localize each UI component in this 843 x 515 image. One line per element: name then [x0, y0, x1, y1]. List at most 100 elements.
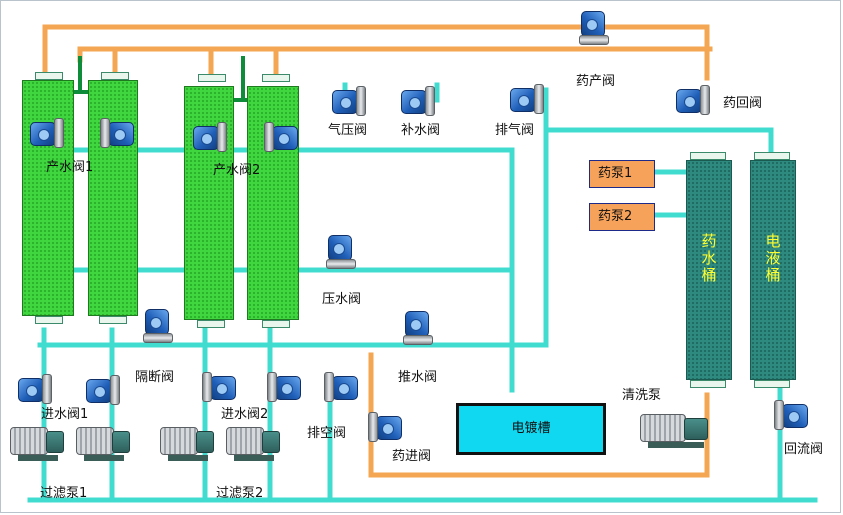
pump-base	[84, 455, 124, 461]
pump-head-icon	[684, 418, 708, 440]
chem-pump-2-button[interactable]: 药泵2	[589, 203, 655, 231]
valve-actuator-icon	[145, 309, 169, 335]
filter-pump-1b[interactable]	[76, 425, 132, 463]
filter-pump-1-label: 过滤泵1	[40, 486, 88, 501]
pump-head-icon	[262, 431, 280, 453]
valve-pipe-icon	[42, 374, 52, 404]
filter-pump-2a[interactable]	[160, 425, 216, 463]
chem-pump-1-button[interactable]: 药泵1	[589, 160, 655, 188]
inlet-valve-2b[interactable]	[265, 372, 301, 402]
chem-inlet-valve-label: 药进阀	[392, 449, 432, 464]
inlet-valve-1b[interactable]	[86, 375, 122, 405]
motor-icon	[76, 427, 114, 455]
product-valve-1a[interactable]	[30, 118, 66, 148]
electrolyte-tank-label-char: 桶	[765, 266, 781, 284]
valve-actuator-icon	[376, 416, 402, 440]
valve-pipe-icon	[774, 400, 784, 430]
cleaning-pump[interactable]	[640, 412, 716, 450]
valve-actuator-icon	[405, 311, 429, 337]
motor-icon	[226, 427, 264, 455]
chem-tank-top-cap	[690, 152, 726, 160]
exhaust-valve[interactable]	[510, 84, 546, 114]
valve-actuator-icon	[676, 89, 702, 113]
valve-pipe-icon	[54, 118, 64, 148]
valve-actuator-icon	[18, 378, 44, 402]
air-pressure-valve[interactable]	[332, 86, 368, 116]
valve-actuator-icon	[193, 126, 219, 150]
valve-pipe-icon	[110, 375, 120, 405]
return-valve-label: 回流阀	[784, 442, 824, 457]
product-valve-2b[interactable]	[262, 122, 298, 152]
pressure-water-valve[interactable]	[326, 235, 356, 271]
chem-inlet-valve[interactable]	[366, 412, 402, 442]
pump-head-icon	[112, 431, 130, 453]
filter-tank-1b-top-cap	[101, 72, 129, 80]
chem-tank-label-char: 桶	[701, 266, 717, 284]
pump-base	[18, 455, 58, 461]
valve-pipe-icon	[324, 372, 334, 402]
valve-actuator-icon	[86, 379, 112, 403]
chem-tank-bottom-cap	[690, 380, 726, 388]
valve-actuator-icon	[782, 404, 808, 428]
product-valve-2-label: 产水阀2	[213, 163, 261, 178]
chem-tank-label-char: 药	[701, 232, 717, 250]
isolation-valve-label: 隔断阀	[135, 370, 175, 385]
filter-tank-2a-bottom-cap	[197, 320, 225, 328]
valve-pipe-icon	[356, 86, 366, 116]
motor-icon	[10, 427, 48, 455]
chem-tank	[686, 160, 732, 380]
inlet-valve-1a[interactable]	[18, 374, 54, 404]
pump-head-icon	[196, 431, 214, 453]
valve-actuator-icon	[401, 90, 427, 114]
filter-tank-1a-bottom-cap	[35, 316, 63, 324]
chem-product-valve[interactable]	[579, 11, 609, 47]
valve-actuator-icon	[332, 90, 358, 114]
motor-icon	[160, 427, 198, 455]
product-valve-1b[interactable]	[98, 118, 134, 148]
electrolyte-tank-top-cap	[754, 152, 790, 160]
pump-head-icon	[46, 431, 64, 453]
valve-pipe-icon	[264, 122, 274, 152]
valve-pipe-icon	[202, 372, 212, 402]
return-valve[interactable]	[772, 400, 808, 430]
valve-pipe-icon	[403, 335, 433, 345]
electrolyte-tank-label-char: 电	[765, 232, 781, 250]
valve-actuator-icon	[328, 235, 352, 261]
valve-pipe-icon	[143, 333, 173, 343]
air-pressure-valve-label: 气压阀	[328, 123, 368, 138]
filter-tank-2a-top-cap	[198, 74, 226, 82]
valve-pipe-icon	[100, 118, 110, 148]
isolation-valve[interactable]	[143, 309, 173, 345]
inlet-valve-2a[interactable]	[200, 372, 236, 402]
filter-tank-1a-top-cap	[35, 72, 63, 80]
pump-base	[234, 455, 274, 461]
orange-pipes	[42, 24, 713, 478]
filter-pump-2b[interactable]	[226, 425, 282, 463]
valve-actuator-icon	[210, 376, 236, 400]
valve-pipe-icon	[700, 85, 710, 115]
push-water-valve[interactable]	[403, 311, 433, 347]
valve-pipe-icon	[326, 259, 356, 269]
valve-pipe-icon	[425, 86, 435, 116]
plating-tank[interactable]: 电镀槽	[456, 403, 606, 455]
makeup-valve[interactable]	[401, 86, 437, 116]
product-valve-2a[interactable]	[193, 122, 229, 152]
chem-tank-label: 药 水 桶	[699, 233, 719, 284]
valve-actuator-icon	[275, 376, 301, 400]
valve-actuator-icon	[581, 11, 605, 37]
product-valve-1-label: 产水阀1	[46, 160, 94, 175]
electrolyte-tank-label-char: 液	[765, 249, 781, 267]
drain-valve[interactable]	[322, 372, 358, 402]
valve-actuator-icon	[510, 88, 536, 112]
chem-return-valve[interactable]	[676, 85, 712, 115]
chem-product-valve-label: 药产阀	[576, 74, 616, 89]
valve-pipe-icon	[579, 35, 609, 45]
valve-pipe-icon	[267, 372, 277, 402]
valve-actuator-icon	[30, 122, 56, 146]
pump-base	[168, 455, 208, 461]
inlet-valve-1-label: 进水阀1	[41, 407, 89, 422]
filter-pump-1a[interactable]	[10, 425, 66, 463]
valve-actuator-icon	[272, 126, 298, 150]
